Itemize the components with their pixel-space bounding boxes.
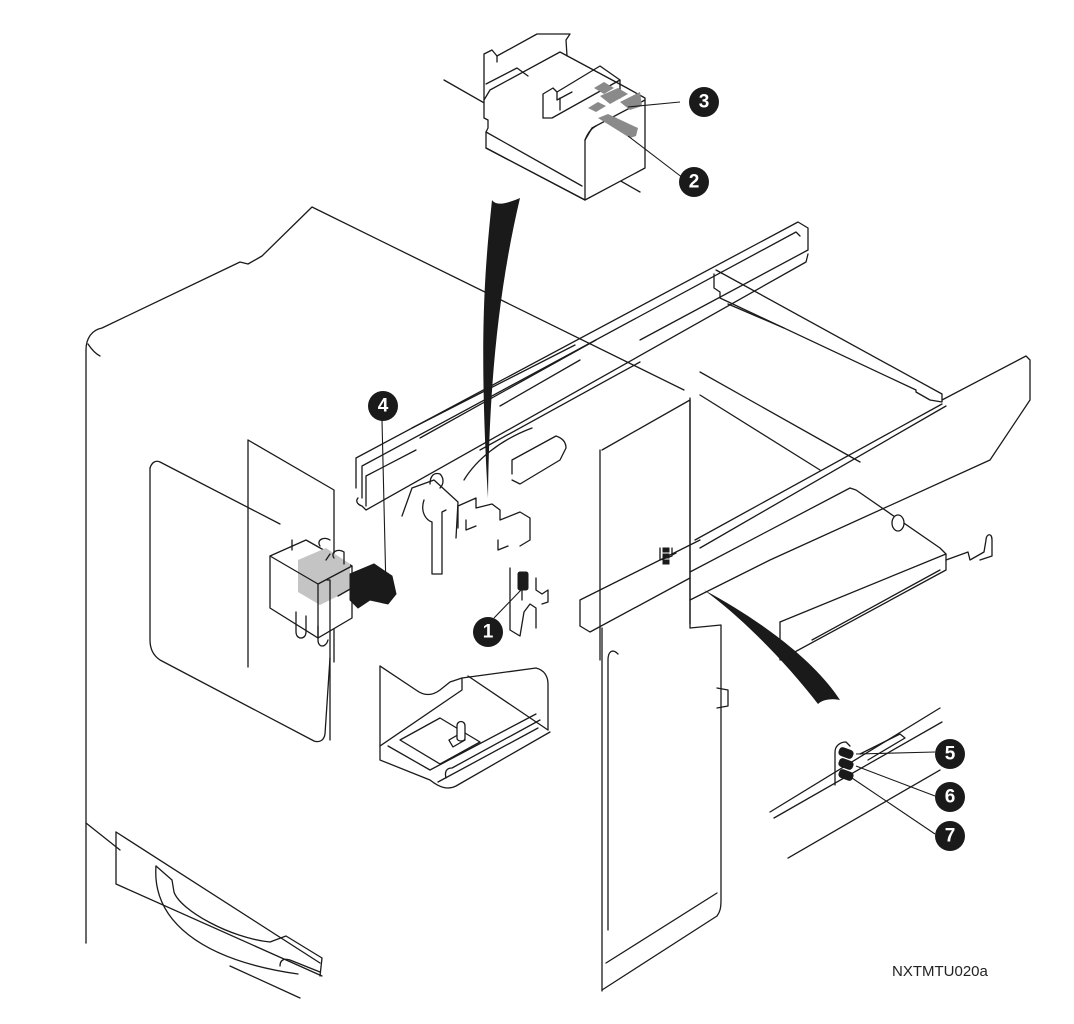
svg-text:5: 5 [945,744,956,765]
figure-id-label: NXTMTU020a [892,963,988,980]
sensor-3-highlight-d [620,92,642,110]
svg-text:6: 6 [945,787,956,808]
svg-text:1: 1 [483,622,494,643]
callout-3: 3 [689,87,719,117]
sensor-2-highlight [598,114,638,138]
callout-6: 6 [935,782,965,812]
curved-arrow-down-icon [483,198,520,498]
main-cabinet [85,206,729,999]
svg-text:4: 4 [378,396,389,417]
leader-lines [381,101,936,835]
rail-sensor-7 [838,769,854,781]
callout-4: 4 [368,391,398,421]
sensor-3-highlight-b [600,88,628,104]
callout-7: 7 [935,821,965,851]
callout-5: 5 [935,739,965,769]
svg-text:2: 2 [689,172,700,193]
sensor-3-highlight [594,82,614,94]
svg-text:3: 3 [699,92,710,113]
callout-1: 1 [473,617,503,647]
detail-rail-sensors [769,707,943,859]
sensor-3-highlight-c [588,102,606,112]
detail-bracket-top [443,33,646,201]
svg-text:7: 7 [945,826,956,847]
callout-2: 2 [679,167,709,197]
tray-rail-assembly [355,221,1031,661]
rail-sensor-5 [838,747,854,759]
connector-switch [269,537,397,741]
curved-arrow-down-right-icon [704,590,840,704]
rail-sensor-6 [838,758,854,770]
sensor-1-body [517,571,529,591]
